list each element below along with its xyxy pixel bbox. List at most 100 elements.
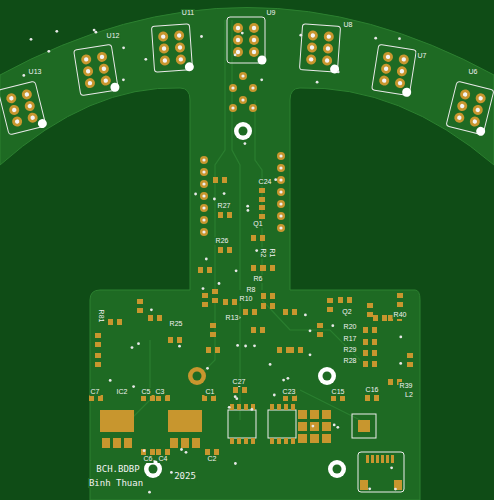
part-label: C24: [258, 178, 273, 186]
copper-pad: [170, 438, 178, 448]
via: [316, 81, 319, 84]
via: [277, 188, 285, 196]
copper-pad: [298, 422, 307, 431]
copper-pad: [310, 422, 319, 431]
via: [287, 377, 290, 380]
led-part: [401, 57, 406, 62]
copper-pad: [327, 307, 333, 312]
via: [137, 342, 140, 345]
copper-pad: [261, 293, 266, 299]
copper-pad: [284, 404, 288, 410]
copper-pad: [168, 337, 173, 343]
copper-pad: [251, 235, 256, 241]
via: [228, 406, 231, 409]
via: [244, 142, 247, 145]
led-part: [330, 64, 340, 74]
led-part: [27, 103, 32, 108]
qfn-pad: [358, 420, 370, 432]
via: [279, 178, 282, 181]
copper-pad: [292, 309, 297, 315]
via: [273, 394, 276, 397]
copper-pad: [363, 350, 368, 356]
led-part: [110, 82, 120, 92]
part-label: R20: [343, 323, 358, 331]
copper-pad: [251, 404, 255, 410]
led-part: [310, 45, 315, 50]
part-label: R39: [399, 382, 414, 390]
part-label: C16: [365, 386, 380, 394]
copper-pad: [289, 347, 294, 353]
mounting-hole: [234, 122, 252, 140]
via: [109, 379, 112, 382]
copper-pad: [198, 267, 203, 273]
led-part: [84, 77, 95, 88]
led-part: [103, 78, 108, 83]
silkscreen-text: Binh Thuan: [88, 478, 144, 488]
part-label: C2: [207, 455, 218, 463]
led-part: [30, 115, 35, 120]
copper-pad: [148, 315, 153, 321]
led-part: [249, 23, 259, 33]
via: [180, 448, 183, 451]
copper-pad: [277, 404, 281, 410]
mounting-hole: [318, 367, 336, 385]
led-part: [233, 47, 243, 57]
silkscreen-text: BCH.BDBP: [95, 464, 140, 474]
copper-pad: [322, 422, 331, 431]
via: [229, 84, 237, 92]
via: [336, 426, 339, 429]
copper-pad: [373, 315, 378, 321]
led-part: [306, 54, 317, 65]
mounting-hole: [149, 465, 158, 474]
copper-pad: [291, 404, 295, 410]
copper-pad: [207, 267, 212, 273]
led-part: [37, 118, 48, 129]
via: [213, 198, 216, 201]
via: [399, 336, 402, 339]
led-part: [5, 92, 17, 104]
via: [244, 345, 247, 348]
led-part: [252, 50, 256, 54]
led-part: [233, 23, 243, 33]
copper-pad: [259, 188, 265, 193]
via: [229, 104, 237, 112]
copper-pad: [157, 315, 162, 321]
led-part: [158, 31, 169, 42]
led-footprint: [0, 81, 48, 137]
copper-pad: [252, 309, 257, 315]
copper-pad: [338, 297, 343, 303]
copper-pad: [95, 362, 101, 367]
via: [247, 209, 250, 212]
copper-pad: [260, 265, 265, 271]
copper-pad: [192, 438, 200, 448]
copper-pad: [360, 480, 368, 490]
copper-pad: [260, 327, 265, 333]
led-part: [252, 38, 256, 42]
via: [239, 72, 247, 80]
mounting-hole: [323, 372, 332, 381]
part-label: R6: [253, 275, 264, 283]
copper-pad: [95, 353, 101, 358]
via: [249, 104, 257, 112]
copper-pad: [322, 410, 331, 419]
copper-pad: [270, 293, 275, 299]
via: [282, 379, 285, 382]
led-part: [86, 69, 91, 74]
mounting-hole: [188, 367, 206, 385]
via: [246, 205, 249, 208]
copper-pad: [270, 404, 274, 410]
via: [200, 216, 208, 224]
led-part: [385, 54, 390, 59]
part-label: C27: [232, 378, 247, 386]
via: [144, 58, 147, 61]
via: [132, 385, 135, 388]
led-part: [11, 116, 23, 128]
led-part: [307, 42, 318, 53]
copper-pad: [397, 293, 403, 298]
copper-pad: [277, 438, 281, 444]
copper-pad: [327, 298, 333, 303]
via: [200, 228, 208, 236]
part-label: R17: [343, 335, 358, 343]
copper-pad: [259, 205, 265, 210]
